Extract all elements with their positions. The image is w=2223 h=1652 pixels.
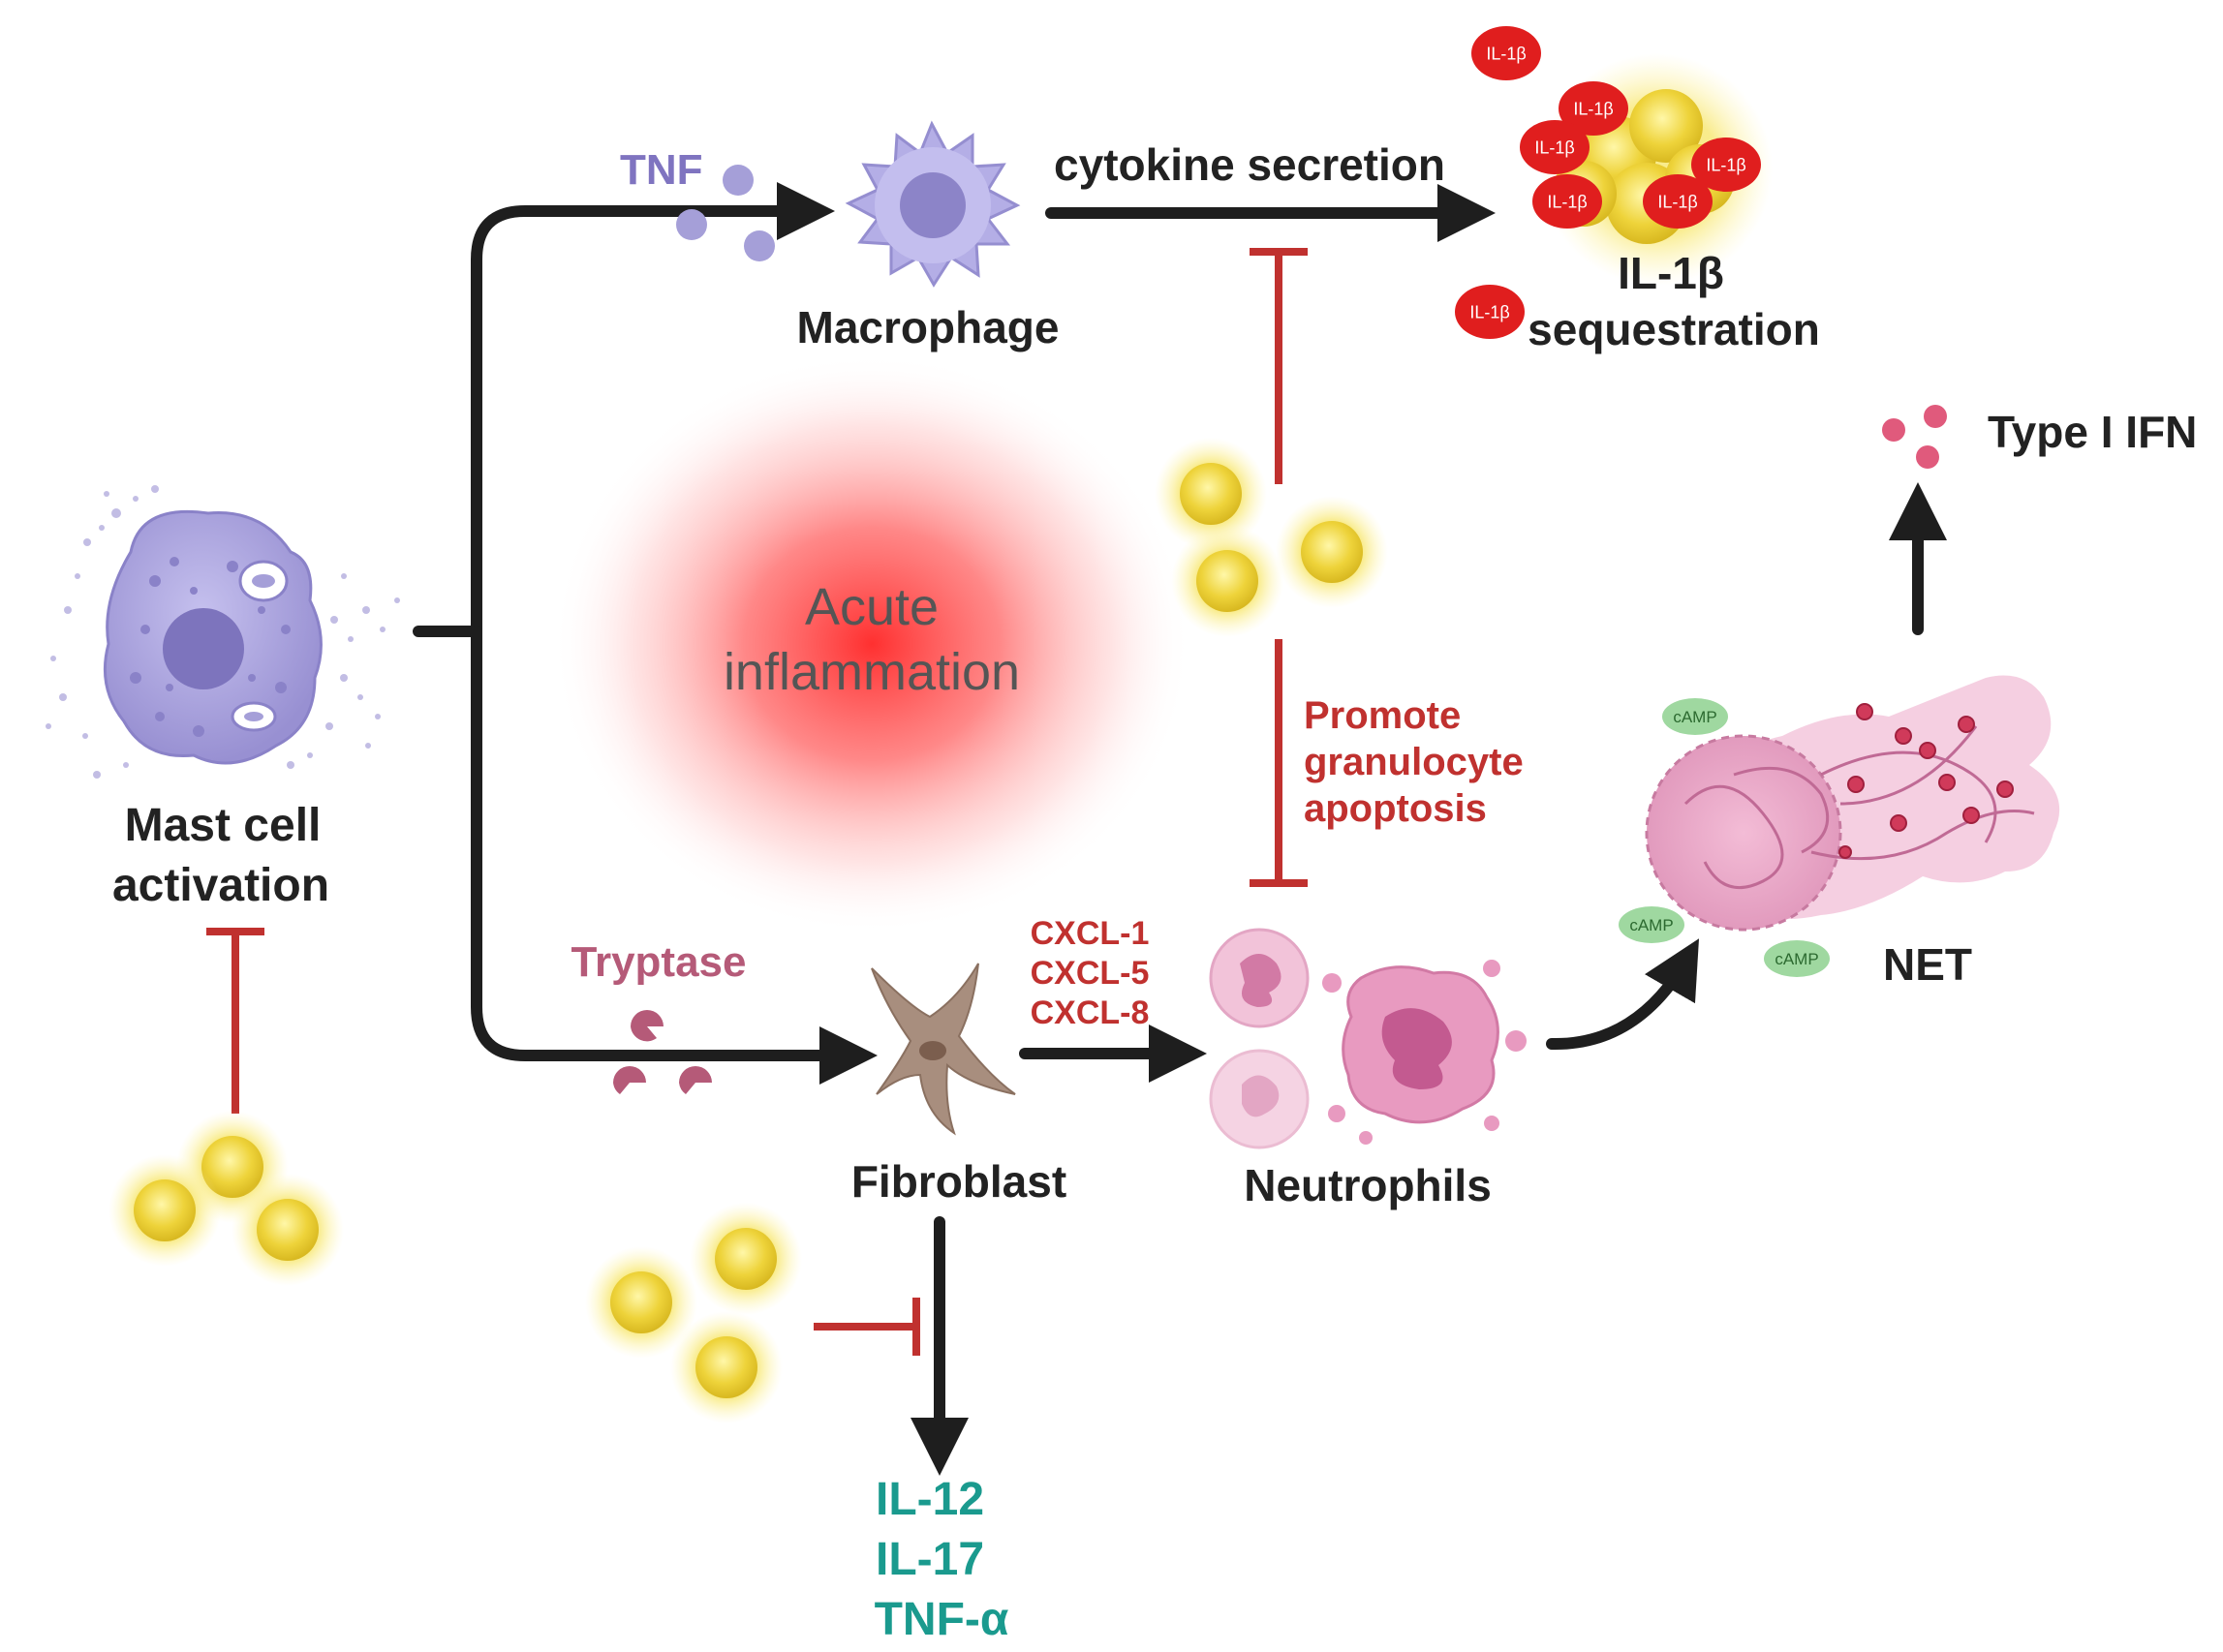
tryptase-molecules [613,1010,712,1094]
promote-label-line3: apoptosis [1304,787,1487,830]
fibroblast-inhibition [814,1298,920,1356]
svg-text:IL-1β: IL-1β [1573,99,1613,118]
il1b-label-line2: sequestration [1528,304,1820,354]
net-formation-arrow [1546,938,1700,1051]
mast-cell-inhibition [206,928,264,1114]
il12-label: IL-12 [876,1474,984,1525]
neutrophils-label: Neutrophils [1244,1160,1492,1210]
lower-branch-arrow [471,626,878,1085]
il1b-molecule: IL-1β [1455,285,1525,339]
macrophage-label: Macrophage [797,302,1060,352]
central-nanoparticle-group [1155,438,1388,637]
acute-inflammation-region: Acute inflammation [552,353,1191,934]
il1b-molecule: IL-1β [1643,174,1713,229]
pathway-arrows [413,182,1947,1476]
macrophage-icon [845,120,1021,288]
svg-text:IL-1β: IL-1β [1657,192,1697,211]
inflammation-label-line1: Acute [805,578,939,636]
cytokine-inhibition [1250,248,1308,484]
il1b-molecule: IL-1β [1471,26,1541,80]
svg-text:IL-1β: IL-1β [1469,302,1509,321]
fibroblast-label: Fibroblast [851,1156,1066,1207]
il1b-label-line1: IL-1β [1618,248,1724,298]
camp-molecules: cAMP cAMP cAMP [1619,698,1830,977]
tnf-label: TNF [620,146,703,194]
cxcl8-label: CXCL-8 [1031,994,1150,1031]
cxcl1-label: CXCL-1 [1031,915,1150,952]
mast-cell-label-line1: Mast cell [125,800,322,851]
svg-text:IL-1β: IL-1β [1706,155,1745,174]
inflammation-label-line2: inflammation [724,643,1020,701]
svg-text:cAMP: cAMP [1673,708,1716,726]
inhibition-lines [206,248,1308,1356]
net-icon [1645,675,2060,932]
camp-molecule: cAMP [1764,940,1830,977]
mast-cell-nanoparticle-group [108,1111,344,1286]
il1b-molecule: IL-1β [1559,81,1628,136]
tryptase-label: Tryptase [571,938,747,986]
cytokine-secretion-label: cytokine secretion [1054,139,1445,190]
fibroblast-icon [871,963,1016,1136]
neutrophil-icon [1209,928,1527,1149]
svg-text:IL-1β: IL-1β [1547,192,1587,211]
il17-label: IL-17 [876,1534,984,1585]
cxcl5-label: CXCL-5 [1031,955,1150,992]
tnf-molecules [676,165,775,261]
mast-cell-icon [46,485,400,779]
mast-cell-label-line2: activation [112,860,329,911]
il1b-molecule: IL-1β [1691,138,1761,192]
promote-label-line2: granulocyte [1304,741,1524,783]
upper-branch-arrow [471,182,835,637]
svg-text:cAMP: cAMP [1629,916,1673,934]
type-ifn-molecules [1882,405,1947,469]
il1b-molecule: IL-1β [1532,174,1602,229]
camp-molecule: cAMP [1662,698,1728,735]
tnf-alpha-label: TNF-α [875,1594,1009,1645]
fibroblast-nanoparticle-group [585,1203,802,1423]
svg-text:IL-1β: IL-1β [1486,44,1526,63]
camp-molecule: cAMP [1619,906,1684,943]
il1b-molecule: IL-1β [1520,120,1590,174]
promote-label-line1: Promote [1304,694,1461,737]
svg-text:cAMP: cAMP [1775,950,1818,968]
apoptosis-promote-line [1250,639,1308,887]
net-label: NET [1883,939,1972,990]
svg-text:IL-1β: IL-1β [1534,138,1574,157]
type-ifn-label: Type I IFN [1988,407,2197,457]
